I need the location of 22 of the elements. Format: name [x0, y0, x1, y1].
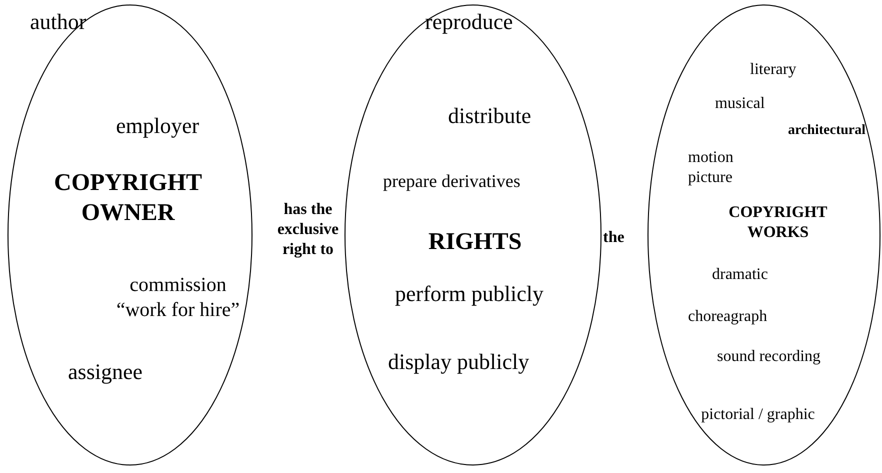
list-item: distribute — [448, 102, 532, 130]
list-item: motion picture — [688, 148, 734, 188]
connecting-phrase: the — [603, 228, 626, 248]
list-item: dramatic — [712, 265, 769, 285]
list-item: employer — [116, 112, 200, 140]
list-item: perform publicly — [395, 280, 544, 308]
list-item: pictorial / graphic — [700, 405, 816, 425]
heading: RIGHTS — [427, 228, 523, 257]
list-item: display publicly — [388, 348, 530, 376]
list-item: sound recording — [717, 347, 822, 367]
list-item: assignee — [68, 358, 144, 386]
list-item: prepare derivatives — [383, 170, 522, 192]
heading: COPYRIGHT OWNER — [52, 169, 203, 228]
list-item: reproduce — [425, 8, 514, 36]
heading: COPYRIGHT WORKS — [728, 203, 828, 243]
heading: architectural — [788, 122, 866, 140]
list-item: author — [30, 8, 88, 36]
list-item: literary — [750, 60, 798, 80]
connecting-phrase: has the exclusive right to — [276, 200, 340, 260]
list-item: choreagraph — [688, 307, 768, 327]
list-item: commission “work for hire” — [115, 273, 241, 323]
list-item: musical — [715, 94, 766, 114]
